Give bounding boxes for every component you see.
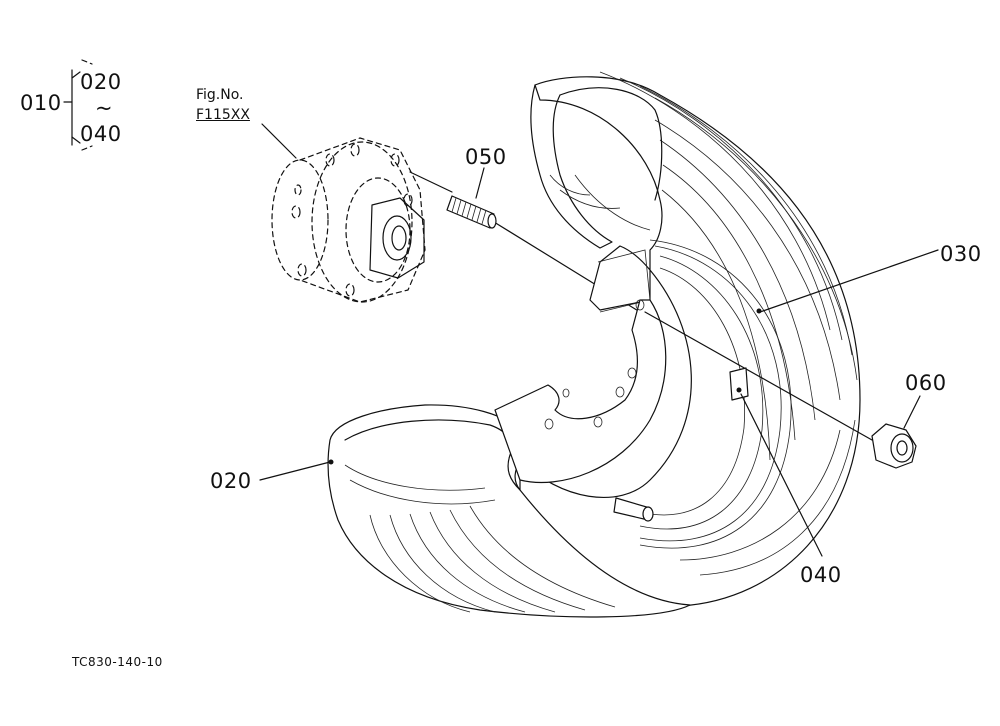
assembly-range-end: 040 <box>80 122 122 146</box>
fig-ref-label: Fig.No. <box>196 87 244 103</box>
rim-nut-leader <box>644 311 873 441</box>
wheel-hub <box>271 137 426 303</box>
callout-050: 050 <box>465 145 507 169</box>
callout-060: 060 <box>905 371 947 395</box>
tire-front-half <box>327 299 691 618</box>
callout-020-leader <box>259 461 331 481</box>
fig-ref-leader <box>261 123 297 159</box>
assembly-range-start: 020 <box>80 70 122 94</box>
drawing-id: TC830-140-10 <box>72 655 163 669</box>
tire-rear-half <box>519 71 861 607</box>
callout-040-leader <box>740 393 823 557</box>
callout-040: 040 <box>800 563 842 587</box>
assembly-range-sep: ~ <box>95 96 114 120</box>
callout-020-dot <box>328 459 334 465</box>
hub-stud-leader <box>409 171 453 193</box>
callout-030-dot <box>756 308 762 314</box>
assembly-bracket <box>63 59 93 151</box>
callout-030-leader <box>759 249 939 313</box>
stud-bolt <box>446 195 497 229</box>
callout-030: 030 <box>940 242 982 266</box>
assembly-code: 010 <box>20 91 62 115</box>
fig-ref-number: F115XX <box>196 107 250 123</box>
wheel-nut <box>871 423 917 469</box>
callout-020: 020 <box>210 469 252 493</box>
flap-part <box>729 367 749 401</box>
callout-060-leader <box>903 395 921 429</box>
callout-050-leader <box>475 167 485 199</box>
